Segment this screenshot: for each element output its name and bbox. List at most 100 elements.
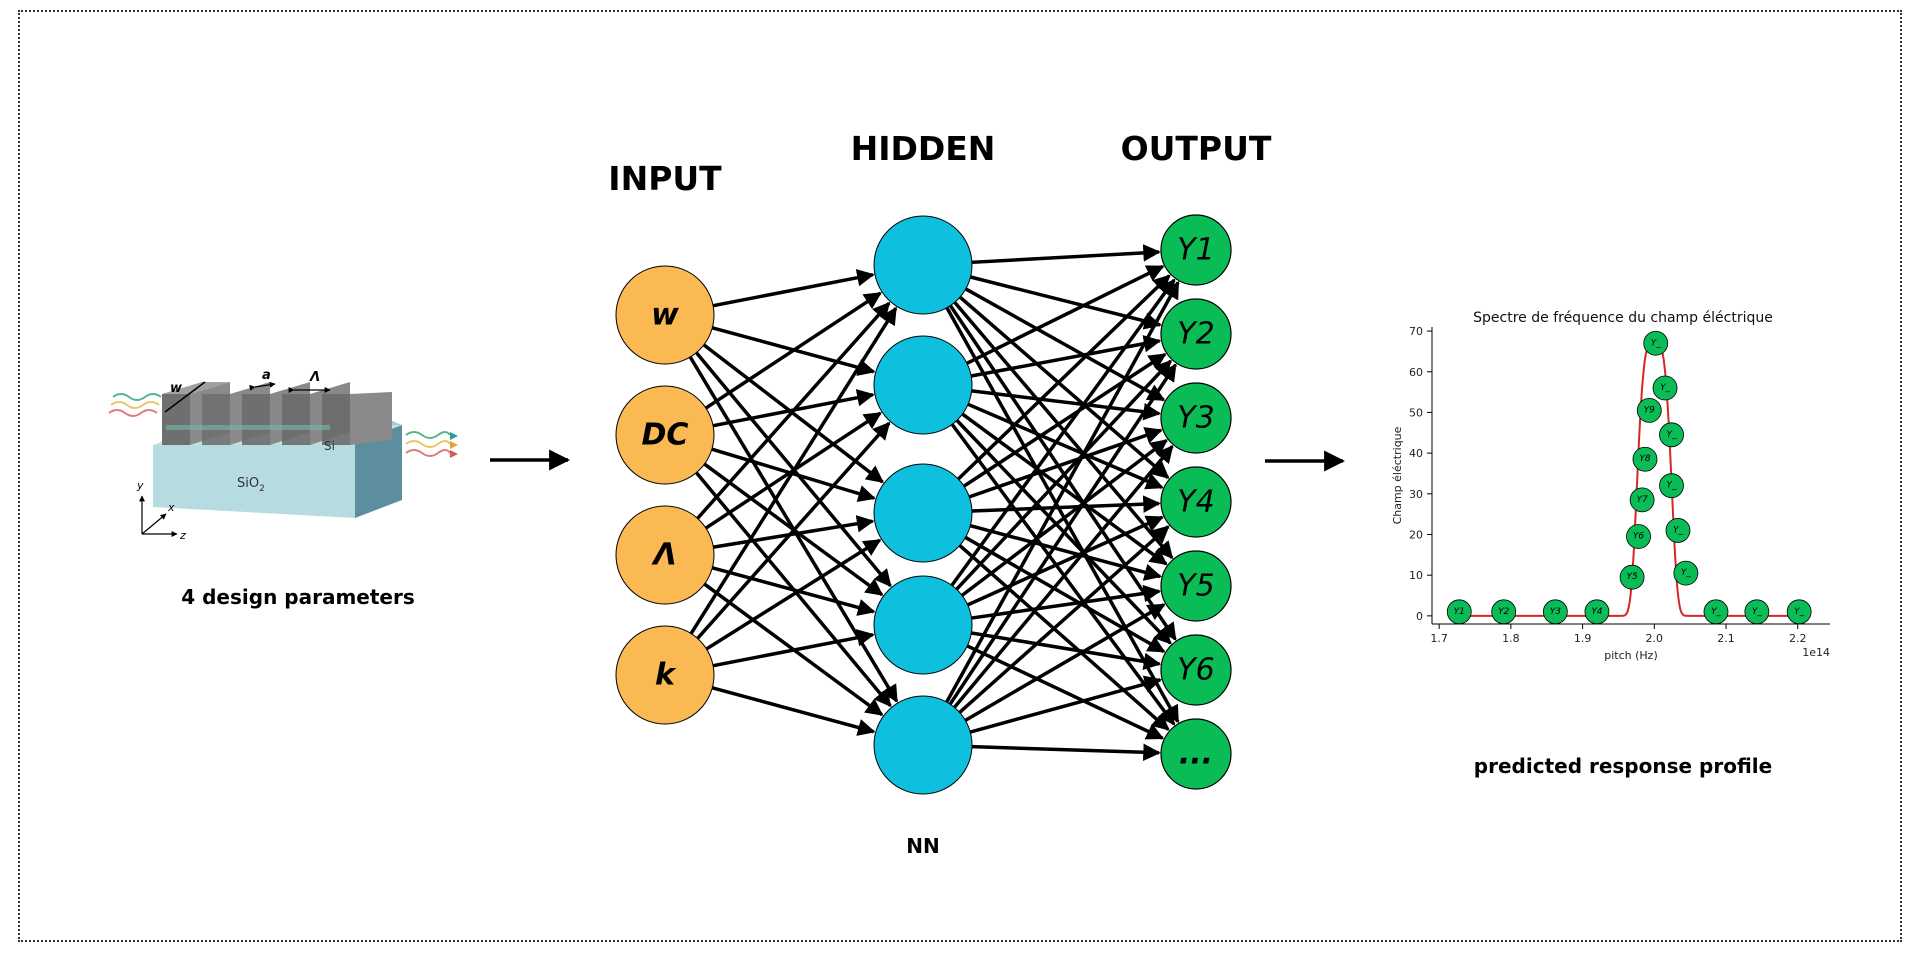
- device-illustration: w a Λ Si SiO2 y x z: [108, 368, 458, 542]
- data-point-label: Y8: [1639, 454, 1650, 464]
- diagram-frame: [18, 10, 1902, 942]
- output-node-label: Y4: [1177, 485, 1214, 520]
- connection-edge: [955, 359, 1172, 591]
- connection-edge: [964, 603, 1166, 722]
- x-offset-label: 1e14: [1802, 646, 1830, 659]
- connection-edge: [958, 295, 1170, 480]
- plot-caption: predicted response profile: [1474, 754, 1772, 778]
- connection-edge: [963, 352, 1167, 488]
- connection-edge: [689, 306, 898, 635]
- plot-title: Spectre de fréquence du champ éléctrique: [1473, 310, 1773, 326]
- input-node: [615, 265, 715, 365]
- output-node-label: Y5: [1177, 569, 1214, 604]
- nn-caption: NN: [906, 834, 939, 858]
- connection-edge: [945, 306, 1180, 724]
- output-node-label: Y1: [1177, 233, 1214, 268]
- x-tick-label: 1.9: [1574, 632, 1592, 645]
- hidden-node: [873, 463, 973, 563]
- data-point-label: Y_: [1681, 568, 1691, 578]
- output-node-label: Y3: [1177, 401, 1214, 436]
- data-point: [1659, 473, 1684, 499]
- connection-edge: [964, 287, 1166, 402]
- connection-edge: [950, 423, 1176, 726]
- substrate-front: [153, 443, 355, 518]
- data-point-label: Y6: [1633, 532, 1644, 542]
- y-tick-label: 0: [1416, 610, 1423, 623]
- input-node: [615, 625, 715, 725]
- network-connections: [688, 244, 1180, 762]
- connection-edge: [967, 402, 1164, 490]
- data-point-label: Y_: [1667, 430, 1677, 440]
- output-node-label: Y6: [1177, 653, 1214, 688]
- connection-edge: [969, 675, 1163, 734]
- a-label: a: [262, 368, 271, 383]
- connection-edge: [950, 278, 1176, 587]
- data-point: [1626, 524, 1651, 549]
- si-label: Si: [324, 439, 335, 453]
- connection-edge: [713, 515, 875, 549]
- hidden-layer-title: HIDDEN: [851, 129, 996, 168]
- connection-edge: [704, 291, 882, 410]
- input-node-label: Λ: [651, 538, 676, 573]
- connection-edge: [958, 525, 1170, 714]
- hidden-node: [873, 575, 973, 675]
- output-node: [1160, 298, 1232, 370]
- connection-edge: [696, 301, 891, 520]
- w-dimension: [164, 381, 206, 413]
- data-point-label: Y2: [1498, 607, 1509, 617]
- connection-edge: [971, 584, 1162, 620]
- output-node: [1160, 466, 1232, 538]
- data-point-label: Y3: [1550, 607, 1561, 617]
- connection-edge: [971, 631, 1162, 671]
- output-node: [1160, 382, 1232, 454]
- x-tick-label: 2.0: [1646, 632, 1664, 645]
- output-node: [1160, 214, 1232, 286]
- output-node-label: Y2: [1177, 317, 1214, 352]
- x-tick-label: 2.1: [1717, 632, 1735, 645]
- data-point-label: Y_: [1660, 383, 1670, 393]
- y-axis-label: Champ éléctrique: [1391, 426, 1404, 524]
- substrate-side: [355, 425, 402, 518]
- y-tick-label: 20: [1409, 528, 1423, 541]
- connection-edge: [696, 421, 891, 640]
- connection-edge: [705, 538, 882, 651]
- axis-x-label: x: [167, 501, 175, 514]
- connection-edge: [964, 535, 1166, 654]
- connection-edge: [969, 523, 1162, 581]
- input-node: [615, 385, 715, 485]
- x-tick-label: 1.8: [1502, 632, 1520, 645]
- data-point: [1619, 564, 1645, 590]
- grating-fins: [162, 382, 392, 445]
- data-point-label: Y7: [1636, 495, 1647, 505]
- connection-edge: [970, 335, 1162, 378]
- data-point-label: Y_: [1794, 607, 1804, 617]
- data-point-label: Y1: [1454, 607, 1465, 617]
- data-point: [1665, 518, 1691, 543]
- data-point-label: Y_: [1752, 607, 1762, 617]
- connection-edge: [966, 264, 1165, 365]
- output-node: [1160, 634, 1232, 706]
- data-point: [1629, 487, 1655, 513]
- connection-edge: [958, 544, 1170, 731]
- transmitted-light-icon: [405, 431, 458, 458]
- device-caption: 4 design parameters: [181, 585, 415, 609]
- connection-edge: [712, 629, 875, 668]
- connection-edge: [945, 280, 1180, 703]
- data-point: [1636, 398, 1662, 423]
- axis-y-label: y: [136, 479, 144, 492]
- data-point: [1659, 422, 1684, 448]
- x-tick-label: 1.7: [1430, 632, 1448, 645]
- data-point-label: Y_: [1667, 481, 1677, 491]
- data-point-label: Y_: [1711, 607, 1721, 617]
- y-tick-label: 30: [1409, 488, 1423, 501]
- w-label: w: [170, 381, 183, 396]
- y-tick-label: 40: [1409, 447, 1423, 460]
- hidden-node: [873, 695, 973, 795]
- y-tick-label: 60: [1409, 366, 1423, 379]
- lambda-label: Λ: [309, 370, 320, 385]
- connection-edge: [971, 743, 1161, 762]
- x-axis-label: pitch (Hz): [1604, 649, 1658, 662]
- input-node-label: DC: [642, 418, 689, 453]
- data-point: [1673, 560, 1699, 586]
- input-node: [615, 505, 715, 605]
